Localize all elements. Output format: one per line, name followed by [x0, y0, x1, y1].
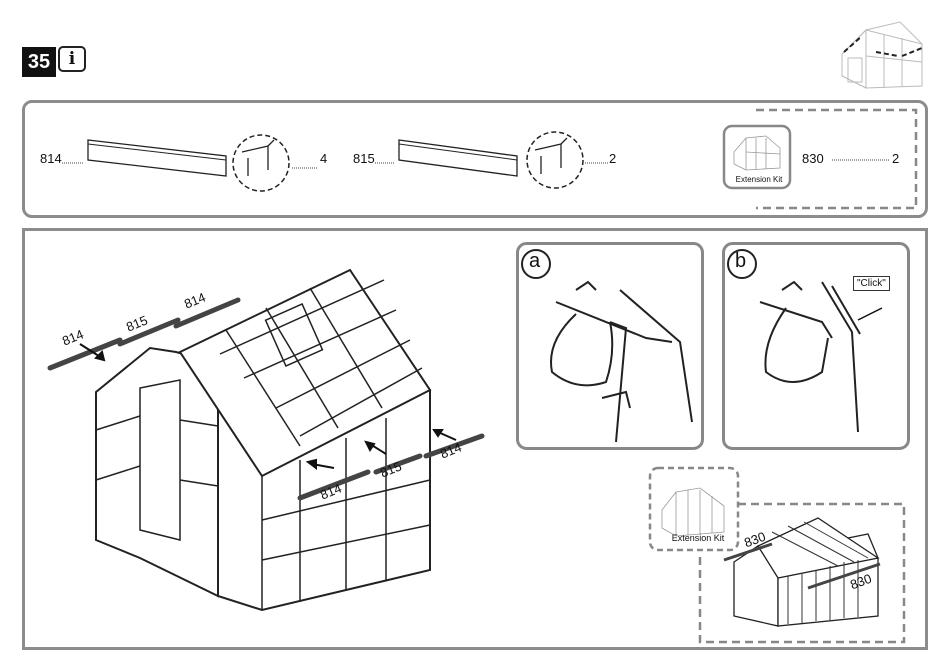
part-814-profile — [62, 130, 332, 192]
part-815-profile — [375, 130, 615, 192]
part-qty-814: 4 — [320, 151, 327, 166]
detail-a-label: a — [529, 250, 540, 273]
info-icon: i — [58, 46, 86, 72]
part-qty-830: 2 — [892, 151, 899, 166]
part-id-830: 830 — [802, 151, 824, 166]
part-id-814: 814 — [40, 151, 62, 166]
part-qty-815: 2 — [609, 151, 616, 166]
greenhouse-thumbnail — [836, 14, 928, 90]
part-id-815: 815 — [353, 151, 375, 166]
detail-b-panel — [722, 242, 910, 450]
step-number: 35 — [22, 47, 56, 77]
extension-detail — [648, 466, 908, 646]
detail-b-label: b — [735, 250, 746, 273]
extension-kit-label-2: Extension Kit — [654, 533, 742, 543]
click-callout: "Click" — [853, 276, 890, 291]
detail-a-panel — [516, 242, 704, 450]
greenhouse-drawing — [30, 240, 500, 640]
extension-kit-label: Extension Kit — [728, 175, 790, 184]
